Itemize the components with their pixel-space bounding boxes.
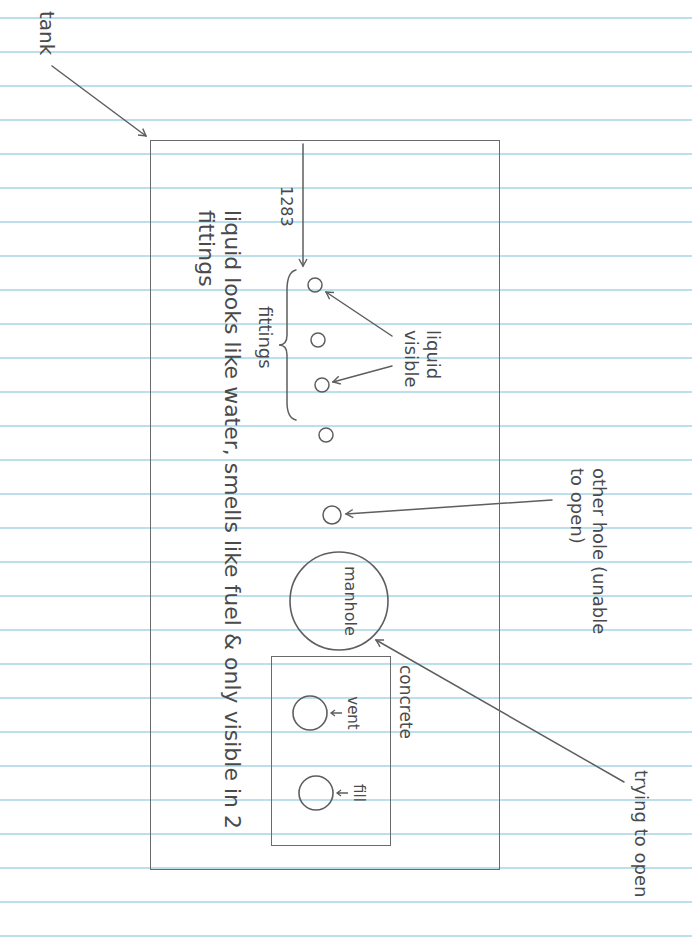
brace — [279, 270, 296, 420]
concrete-pad: concreteventfill — [271, 656, 391, 846]
other-hole — [323, 506, 341, 524]
circle-outline — [292, 695, 328, 731]
small-arrow — [329, 708, 343, 718]
small-arrow — [335, 788, 349, 798]
fitting — [319, 428, 333, 442]
node-label: manhole — [341, 566, 360, 636]
fitting — [315, 378, 329, 392]
tank-leader — [52, 66, 146, 136]
node-label: fill — [350, 784, 368, 802]
callout-note: trying to open — [630, 770, 652, 897]
callout-note: other hole (unable to open) — [567, 468, 610, 646]
fill-opening: fill — [298, 775, 334, 811]
group-label: fittings — [254, 306, 276, 369]
node-label: concrete — [396, 665, 416, 739]
leader-arrow — [333, 366, 392, 382]
leader-arrow — [326, 292, 392, 336]
manhole-circle: manhole — [289, 551, 389, 651]
vent-opening: vent — [292, 695, 328, 731]
dimension-number: 1283 — [277, 186, 296, 227]
leader-arrow — [376, 640, 624, 782]
dimension-line — [302, 144, 304, 266]
fitting — [308, 278, 322, 292]
node-label: vent — [344, 696, 362, 730]
circle-outline — [298, 775, 334, 811]
circle-outline — [289, 551, 389, 651]
fitting — [311, 333, 325, 347]
handwritten-note: liquid looks like water, smells like fue… — [192, 210, 245, 850]
leader-arrow — [346, 500, 552, 514]
node-label: tank — [35, 11, 59, 55]
callout-note: liquid visible — [401, 330, 444, 400]
